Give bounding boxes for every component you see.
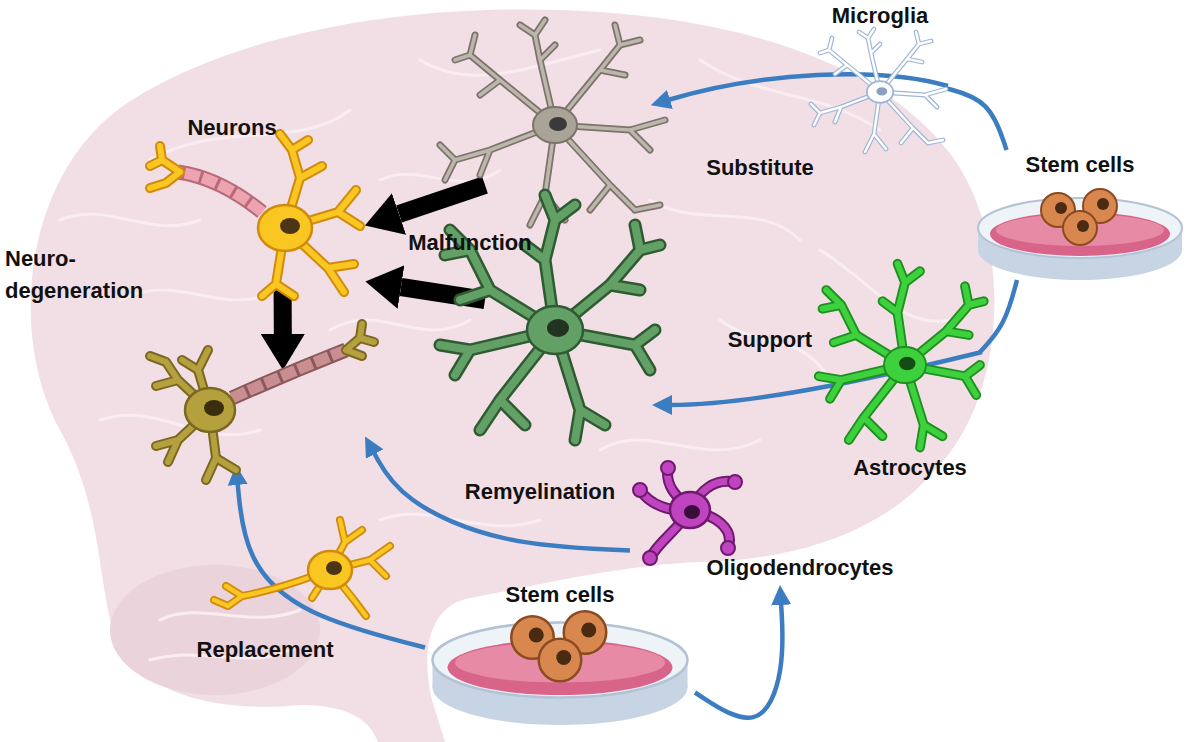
culture-dish: [433, 611, 688, 725]
astrocyte-icon: [819, 264, 984, 448]
astrocyte-icon: [899, 357, 916, 371]
degenerated-neuron: [232, 350, 346, 398]
oligodendrocyte-cell: Oligodendrocytes: [630, 470, 895, 585]
brain-astrocyte: [547, 319, 569, 337]
microglia-icon: [867, 81, 893, 103]
healthy-neuron: [150, 134, 360, 296]
oligodendrocyte-icon: [633, 461, 742, 565]
node-label: Astrocytes: [825, 453, 995, 483]
microglia-icon: [811, 29, 946, 152]
node-label: Neuro- degeneration: [5, 243, 155, 307]
brain-astrocyte: [527, 306, 583, 354]
new-neuron: [214, 520, 390, 616]
healthy-neuron: [178, 172, 262, 212]
neuron-cell: Neurons: [145, 110, 360, 290]
degenerated-neuron: [150, 324, 374, 480]
connector-arrow: [695, 603, 783, 718]
oligodendrocyte-icon: [633, 461, 742, 565]
brain-folds: [600, 440, 760, 450]
brain-folds: [120, 290, 280, 300]
degenerated-neuron: [150, 324, 374, 480]
brain-microglia: [549, 117, 567, 131]
oligodendrocyte-icon: [640, 468, 735, 558]
degenerated-neuron: Neuro- degeneration: [160, 370, 365, 465]
brain-folds: [420, 50, 600, 75]
oligodendrocyte-icon: [633, 483, 647, 497]
oligodendrocyte-icon: [643, 551, 657, 565]
brain-microglia: [440, 20, 665, 225]
connector-arrow: [945, 88, 1007, 150]
degenerated-neuron: [185, 388, 235, 432]
stem-cell-dish: Stem cells: [975, 150, 1185, 280]
process-label: Malfunction: [380, 228, 560, 258]
brain-microglia: [440, 20, 665, 225]
brain-folds: [60, 214, 200, 226]
oligodendrocyte-icon: [684, 505, 700, 519]
new-neuron: [308, 551, 352, 589]
microglia-icon: [876, 87, 887, 95]
node-label: Stem cells: [1000, 150, 1160, 180]
stem-cell-dish: Stem cells: [425, 580, 695, 730]
new-neuron: [214, 520, 390, 616]
brain-microglia: [440, 20, 665, 225]
astrocyte-icon: [819, 264, 984, 448]
brain-microglia: [533, 107, 577, 143]
culture-dish: [433, 189, 1183, 725]
malfunction-arrow: [399, 185, 485, 214]
process-label: Substitute: [680, 153, 840, 183]
astrocyte-cell: Astrocytes: [840, 295, 980, 485]
astrocyte-icon: [884, 347, 926, 383]
oligodendrocyte-icon: [661, 461, 675, 475]
brain-folds: [330, 320, 470, 330]
microglia-icon: [811, 29, 946, 152]
edge-label: Remyelination: [440, 477, 640, 507]
brain-outline: [31, 9, 995, 742]
microglia-icon: [811, 29, 946, 152]
brain-folds: [150, 110, 350, 160]
node-label: Neurons: [152, 113, 312, 143]
culture-dish: [978, 189, 1182, 280]
oligodendrocyte-icon: [670, 492, 710, 528]
healthy-neuron: [150, 134, 360, 296]
node-label: Oligodendrocytes: [690, 553, 910, 583]
node-label: Stem cells: [480, 580, 640, 610]
degenerated-neuron: [204, 400, 224, 416]
degenerated-neuron: [150, 324, 374, 480]
delivery-arrow: [668, 74, 982, 405]
healthy-neuron: [258, 205, 312, 251]
brain-folds: [160, 610, 300, 620]
healthy-neuron: [150, 134, 360, 296]
brain-folds: [650, 200, 800, 240]
new-neuron: [326, 561, 342, 575]
new-neuron: [214, 520, 390, 616]
connector-arrow: [238, 483, 425, 648]
brain-outline: [31, 9, 995, 742]
degenerated-neuron: [232, 350, 346, 398]
node-label: Microglia: [800, 1, 960, 31]
connector-arrow: [980, 280, 1017, 352]
edge-label: Replacement: [175, 635, 355, 665]
process-label: Support: [700, 325, 840, 355]
oligodendrocyte-icon: [721, 541, 735, 555]
healthy-neuron: [280, 218, 300, 234]
healthy-neuron: [178, 172, 262, 212]
microglia-cell: Microglia: [815, 0, 945, 160]
astrocyte-icon: [819, 264, 984, 448]
oligodendrocyte-icon: [728, 475, 742, 489]
oligodendrocyte-icon: [640, 468, 735, 558]
